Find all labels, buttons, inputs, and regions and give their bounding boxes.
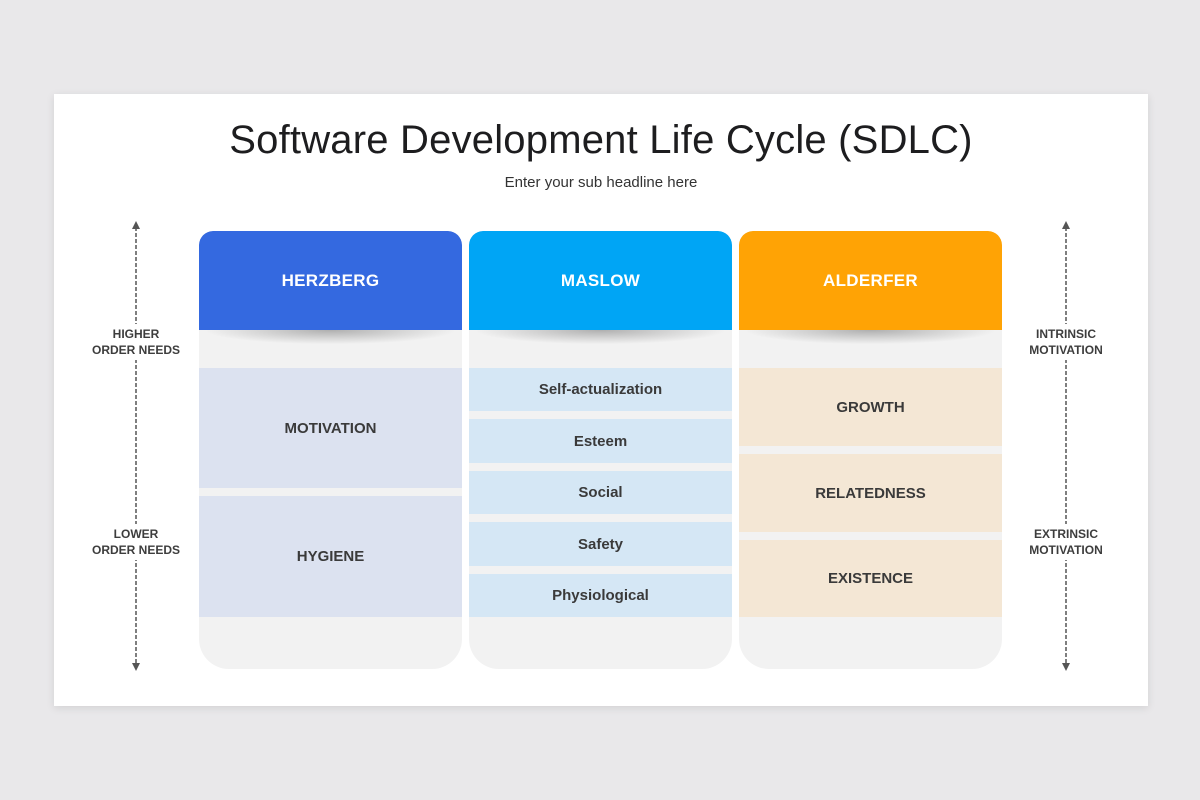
extrinsic-motivation-line2: MOTIVATION	[1029, 543, 1103, 557]
intrinsic-motivation-line2: MOTIVATION	[1029, 343, 1103, 357]
maslow-self-actualization-cell: Self-actualization	[469, 368, 732, 411]
herzberg-column: HERZBERG MOTIVATION HYGIENE	[199, 231, 462, 669]
lower-order-needs-label: LOWER ORDER NEEDS	[76, 524, 196, 560]
maslow-safety-cell: Safety	[469, 522, 732, 566]
slide: Software Development Life Cycle (SDLC) E…	[54, 94, 1148, 706]
header-shadow	[207, 330, 454, 344]
herzberg-hygiene-cell: HYGIENE	[199, 496, 462, 617]
maslow-esteem-cell: Esteem	[469, 419, 732, 463]
higher-order-needs-label: HIGHER ORDER NEEDS	[76, 324, 196, 360]
higher-order-needs-line1: HIGHER	[112, 327, 160, 341]
lower-order-needs-line2: ORDER NEEDS	[91, 543, 180, 557]
alderfer-existence-cell: EXISTENCE	[739, 540, 1002, 617]
sub-headline: Enter your sub headline here	[504, 174, 698, 191]
header-shadow	[747, 330, 994, 344]
lower-order-needs-line1: LOWER	[113, 527, 159, 541]
alderfer-growth-cell: GROWTH	[739, 368, 1002, 446]
right-vertical-double-arrow-icon	[1062, 221, 1070, 671]
header-shadow	[477, 330, 724, 344]
herzberg-header: HERZBERG	[199, 231, 462, 330]
maslow-header: MASLOW	[469, 231, 732, 330]
maslow-physiological-cell: Physiological	[469, 574, 732, 617]
maslow-column: MASLOW Self-actualization Esteem Social …	[469, 231, 732, 669]
herzberg-motivation-cell: MOTIVATION	[199, 368, 462, 488]
higher-order-needs-line2: ORDER NEEDS	[91, 343, 180, 357]
page-title: Software Development Life Cycle (SDLC)	[229, 118, 973, 162]
intrinsic-motivation-line1: INTRINSIC	[1036, 327, 1096, 341]
extrinsic-motivation-label: EXTRINSIC MOTIVATION	[1006, 524, 1126, 560]
alderfer-column: ALDERFER GROWTH RELATEDNESS EXISTENCE	[739, 231, 1002, 669]
maslow-social-cell: Social	[469, 471, 732, 514]
intrinsic-motivation-label: INTRINSIC MOTIVATION	[1006, 324, 1126, 360]
alderfer-header: ALDERFER	[739, 231, 1002, 330]
extrinsic-motivation-line1: EXTRINSIC	[1033, 527, 1098, 541]
left-vertical-double-arrow-icon	[132, 221, 140, 671]
alderfer-relatedness-cell: RELATEDNESS	[739, 454, 1002, 532]
